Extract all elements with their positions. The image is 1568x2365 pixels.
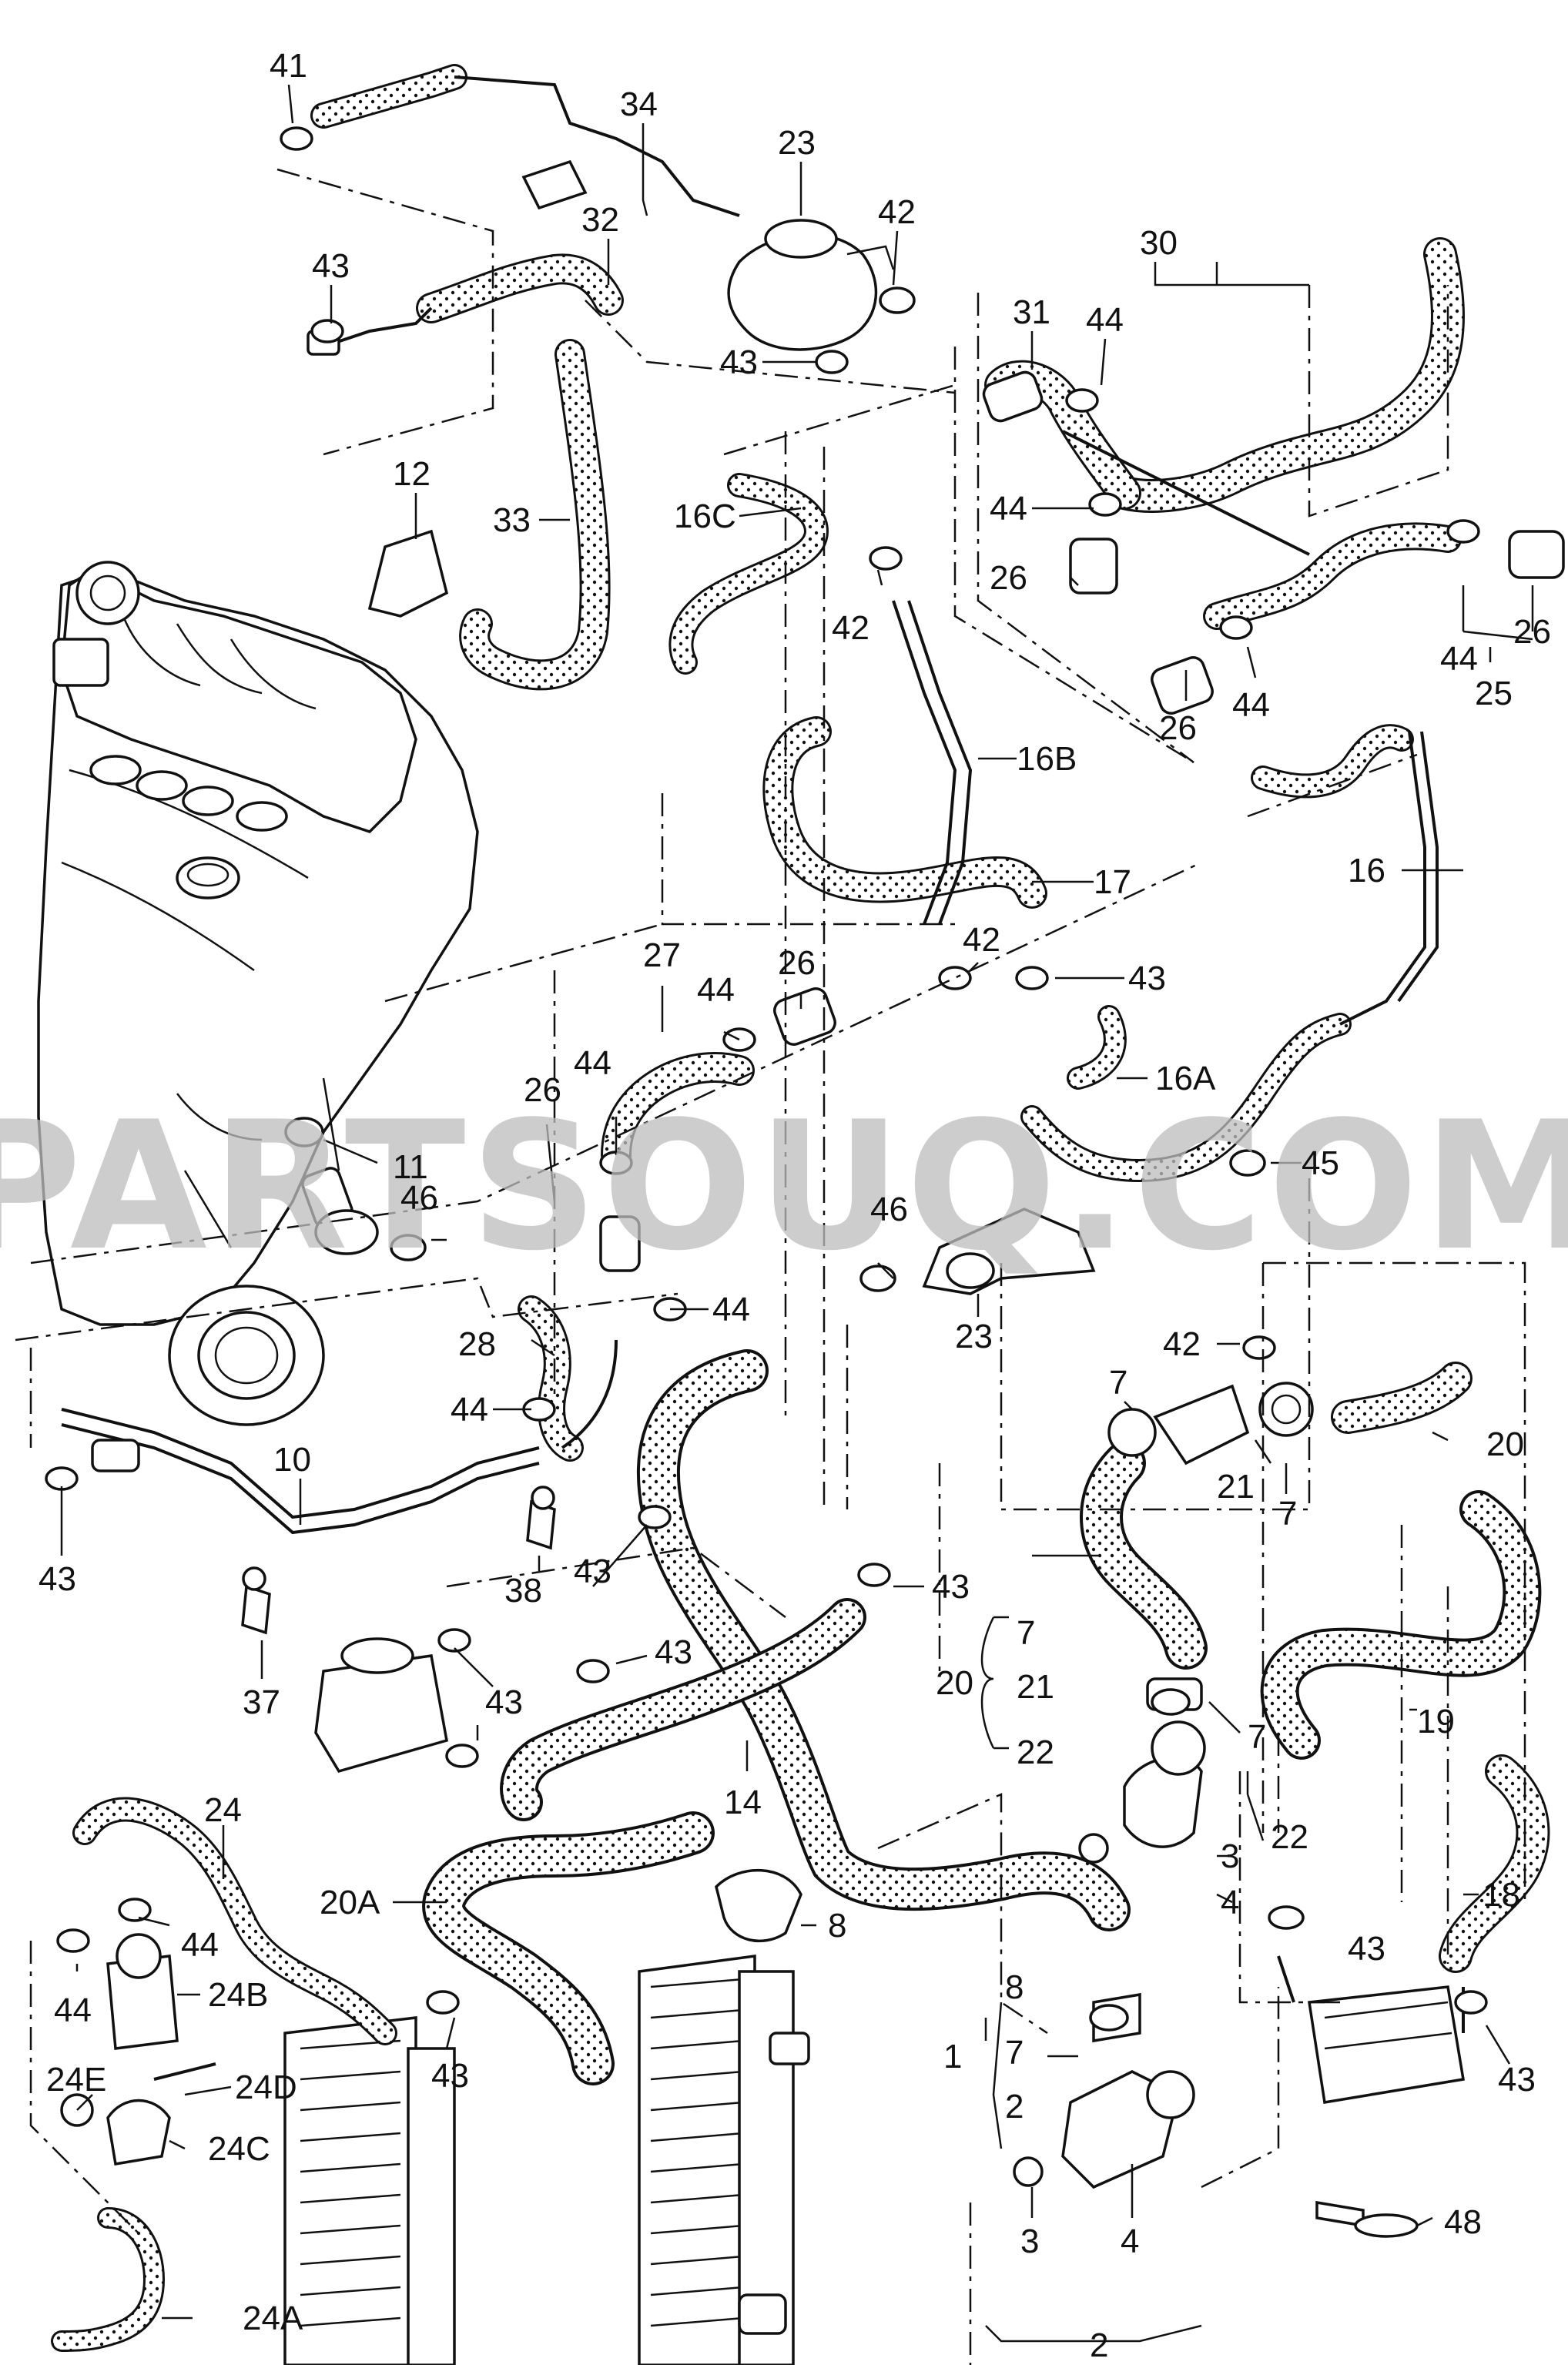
callout-14: 14 [724, 1784, 762, 1821]
callout-43: 43 [655, 1633, 692, 1671]
callout-19: 19 [1417, 1703, 1455, 1740]
watermark-text: PARTSOUQ.COM [0, 1084, 1568, 1290]
callout-43: 43 [1128, 960, 1166, 997]
callout-32: 32 [581, 201, 619, 239]
callout-24A: 24A [243, 2300, 303, 2337]
callout-43: 43 [720, 343, 758, 381]
callout-17: 17 [1094, 863, 1131, 901]
callout-44: 44 [181, 1926, 219, 1964]
callout-8: 8 [828, 1907, 846, 1945]
callout-16B: 16B [1017, 740, 1077, 778]
radiator [283, 1955, 810, 2365]
callout-45: 45 [1302, 1144, 1339, 1182]
leader-lines [60, 84, 1534, 2343]
callout-37: 37 [243, 1683, 280, 1721]
callout-42: 42 [963, 921, 1000, 959]
callout-2: 2 [1005, 2088, 1024, 2125]
callout-8: 8 [1005, 1968, 1024, 2006]
callout-2: 2 [1090, 2326, 1108, 2364]
callout-24C: 24C [208, 2130, 270, 2168]
callout-3: 3 [1020, 2223, 1039, 2260]
callout-44: 44 [990, 490, 1027, 528]
callout-43: 43 [574, 1553, 611, 1590]
callout-1: 1 [943, 2038, 962, 2075]
callout-26: 26 [990, 559, 1027, 597]
callout-22: 22 [1017, 1734, 1054, 1771]
callout-38: 38 [504, 1572, 542, 1610]
callout-43: 43 [485, 1683, 523, 1721]
callout-44: 44 [54, 1991, 92, 2029]
callout-27: 27 [643, 936, 681, 974]
callout-20: 20 [936, 1664, 973, 1702]
callout-7: 7 [1248, 1718, 1266, 1756]
callout-24B: 24B [208, 1976, 268, 2014]
callout-22: 22 [1271, 1818, 1308, 1856]
callout-46: 46 [400, 1179, 438, 1217]
hoses [51, 64, 1550, 2352]
group-outlines [15, 168, 1526, 2365]
callout-43: 43 [431, 2057, 469, 2095]
callout-41: 41 [270, 47, 307, 85]
callout-48: 48 [1444, 2203, 1482, 2241]
callout-16C: 16C [674, 497, 736, 535]
callout-43: 43 [39, 1560, 76, 1598]
callout-44: 44 [451, 1391, 488, 1429]
callout-43: 43 [932, 1568, 970, 1606]
callout-25: 25 [1475, 675, 1513, 712]
callout-31: 31 [1013, 293, 1050, 331]
callout-7: 7 [1005, 2034, 1024, 2072]
callout-20: 20 [1486, 1425, 1524, 1463]
callout-42: 42 [878, 193, 916, 231]
callout-46: 46 [870, 1191, 908, 1228]
callout-12: 12 [393, 455, 431, 493]
callout-16A: 16A [1155, 1060, 1216, 1097]
callout-24: 24 [204, 1791, 242, 1829]
callout-42: 42 [1163, 1325, 1201, 1363]
callout-7: 7 [1109, 1364, 1127, 1402]
callout-7: 7 [1278, 1495, 1297, 1533]
callout-44: 44 [712, 1291, 750, 1328]
callout-43: 43 [312, 247, 350, 285]
callout-7: 7 [1017, 1614, 1035, 1652]
hose-clamps [45, 126, 1488, 2032]
callout-26: 26 [1513, 613, 1551, 651]
callout-21: 21 [1217, 1468, 1255, 1506]
callout-44: 44 [1086, 301, 1124, 339]
callout-4: 4 [1221, 1884, 1239, 1921]
callout-44: 44 [1232, 686, 1270, 724]
callout-23: 23 [778, 124, 816, 162]
callout-34: 34 [620, 85, 658, 123]
callout-24D: 24D [235, 2069, 297, 2106]
callout-4: 4 [1121, 2223, 1139, 2260]
callout-26: 26 [778, 944, 816, 982]
callout-labels: 41 34 23 42 30 43 32 31 44 43 12 33 16C … [39, 47, 1551, 2364]
callout-23: 23 [955, 1318, 993, 1355]
callout-26: 26 [1159, 709, 1197, 747]
callout-44: 44 [697, 971, 735, 1009]
callout-30: 30 [1140, 224, 1178, 262]
callout-44: 44 [1440, 640, 1478, 678]
callout-33: 33 [493, 501, 531, 539]
callout-44: 44 [574, 1044, 611, 1082]
callout-10: 10 [273, 1441, 311, 1479]
callout-42: 42 [832, 609, 869, 647]
callout-18: 18 [1483, 1876, 1520, 1914]
callout-11: 11 [393, 1148, 428, 1186]
callout-21: 21 [1017, 1668, 1054, 1706]
callout-20A: 20A [320, 1884, 380, 1921]
callout-28: 28 [458, 1325, 496, 1363]
callout-43: 43 [1498, 2061, 1536, 2099]
callout-24E: 24E [46, 2061, 106, 2099]
engine-block [37, 561, 479, 1426]
callout-26: 26 [524, 1071, 561, 1109]
callout-16: 16 [1348, 852, 1385, 889]
callout-3: 3 [1221, 1837, 1239, 1875]
callout-43: 43 [1348, 1930, 1385, 1968]
